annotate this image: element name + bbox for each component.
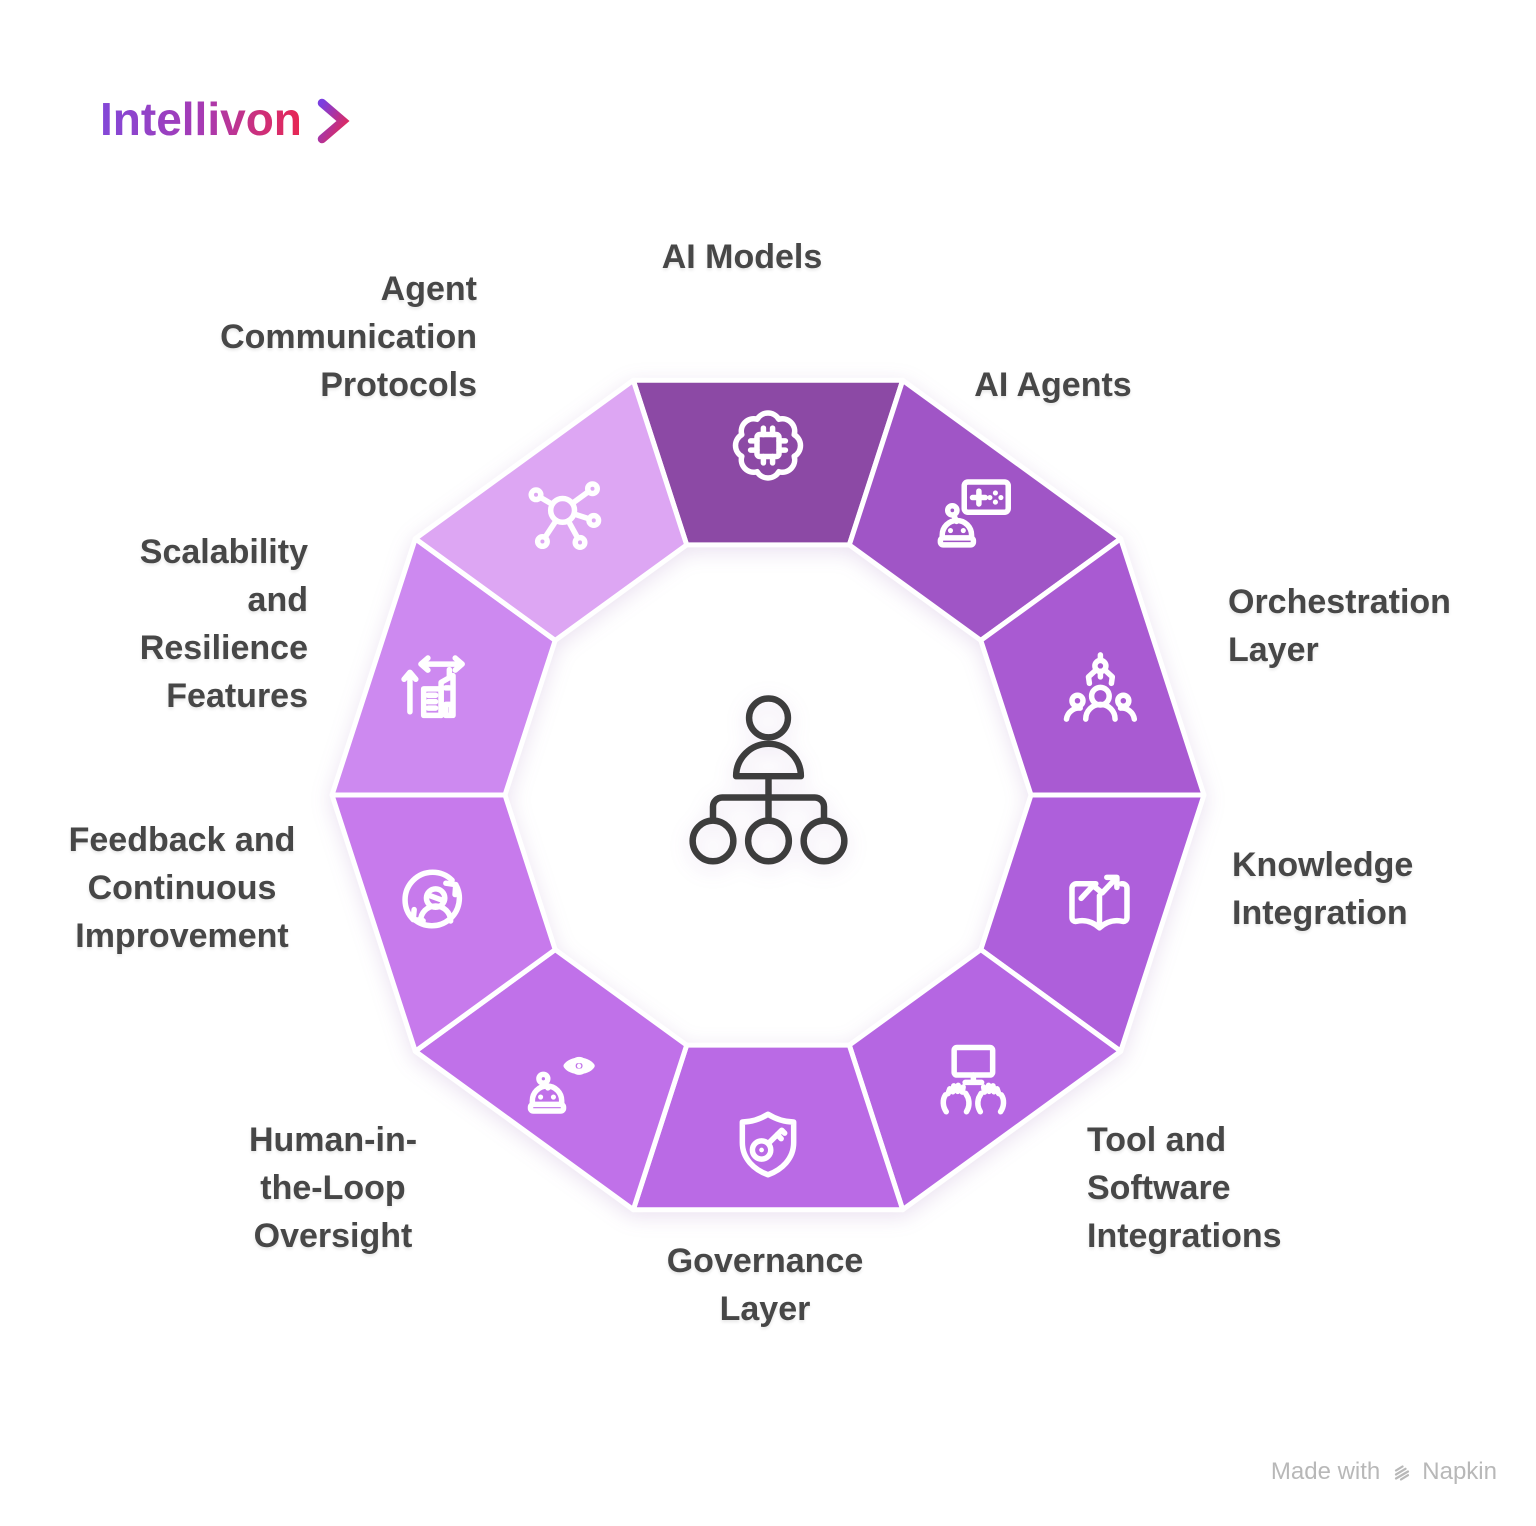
label-human-in: Human-in- the-Loop Oversight	[248, 1121, 418, 1255]
napkin-credit: Made with Napkin	[1271, 1458, 1497, 1486]
label-orchestration: Orchestration Layer	[1228, 583, 1451, 669]
label-ai-models: AI Models	[661, 238, 823, 276]
claw-team-icon	[1063, 652, 1138, 722]
shield-key-icon	[739, 1111, 797, 1178]
label-ai-agents: AI Agents	[974, 366, 1132, 404]
label-governance: Governance Layer	[666, 1242, 864, 1328]
robot-controller-icon	[937, 479, 1011, 548]
org-chart-person-icon	[689, 695, 848, 865]
napkin-logo-icon	[1395, 1465, 1410, 1481]
intellivon-logo: Intellivon	[100, 90, 380, 157]
brain-chip-icon	[732, 410, 804, 481]
napkin-text: Napkin	[1422, 1458, 1497, 1485]
label-tool-and: Tool and Software Integrations	[1087, 1121, 1282, 1255]
robot-eye-icon	[527, 1056, 595, 1114]
network-hub-icon	[528, 481, 602, 550]
label-agent: Agent Communication Protocols	[220, 270, 477, 404]
logo-text: Intellivon	[100, 93, 302, 145]
book-trend-icon	[1069, 874, 1130, 931]
intellivon-logo-svg: Intellivon	[100, 93, 350, 145]
label-feedback-and: Feedback and Continuous Improvement	[68, 821, 296, 955]
logo-chevron-icon	[317, 98, 350, 144]
person-cycle-icon	[402, 869, 463, 929]
label-scalability: Scalability and Resilience Features	[139, 533, 308, 715]
building-scale-icon	[401, 655, 465, 719]
made-with-text: Made with	[1270, 1458, 1381, 1485]
label-knowledge: Knowledge Integration	[1232, 846, 1414, 932]
monitor-hands-icon	[940, 1044, 1007, 1115]
